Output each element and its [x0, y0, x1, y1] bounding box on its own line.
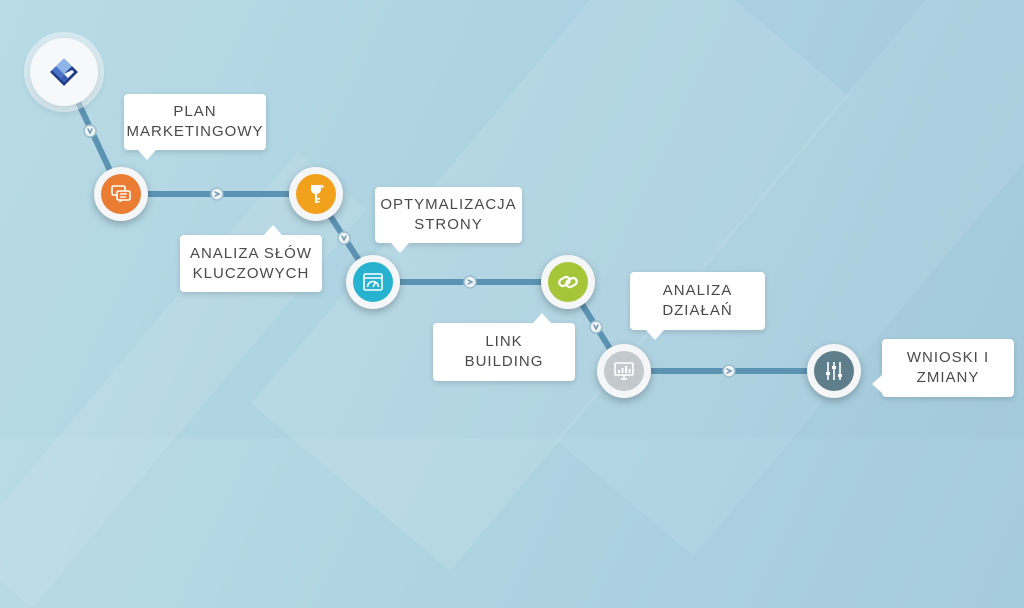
step-label-line1: LINK — [485, 333, 523, 350]
label-bubble-plan: PLAN MARKETINGOWY — [124, 94, 266, 160]
step-label-line2: MARKETINGOWY — [126, 123, 264, 140]
path-arrow-marker — [589, 320, 603, 334]
step-label-line2: KLUCZOWYCH — [192, 264, 310, 282]
step-label-line1: ANALIZA — [662, 282, 733, 299]
diamond-logo-icon — [48, 56, 80, 88]
step-label-line2: BUILDING — [464, 353, 544, 370]
path-arrow-marker — [337, 231, 351, 245]
monitor-chart-icon — [614, 362, 634, 380]
label-bubble-analiza: ANALIZA DZIAŁAŃ — [630, 272, 765, 340]
chevron-right-icon — [726, 368, 733, 374]
logo — [30, 38, 98, 106]
path-arrow-marker — [463, 275, 477, 289]
step-label-line2: ZMIANY — [916, 369, 980, 386]
step-label-line1: ANALIZA SŁÓW — [189, 244, 313, 262]
step-label-line2: STRONY — [414, 216, 483, 233]
sliders-icon — [826, 362, 842, 380]
chevron-down-icon — [341, 235, 347, 242]
speedometer-window-icon — [363, 273, 383, 291]
label-bubble-optym: OPTYMALIZACJA STRONY — [375, 187, 522, 253]
chevron-right-icon — [467, 279, 474, 285]
chat-bubbles-icon — [111, 185, 131, 203]
chevron-down-icon — [87, 128, 93, 135]
label-bubble-wnioski: WNIOSKI I ZMIANY — [872, 339, 1014, 397]
step-node-slowa[interactable] — [289, 167, 343, 221]
step-label-line2: DZIAŁAŃ — [662, 302, 733, 319]
label-bubble-slowa: ANALIZA SŁÓW KLUCZOWYCH — [180, 225, 322, 292]
node-inner — [296, 174, 336, 214]
step-node-wnioski[interactable] — [807, 344, 861, 398]
node-inner — [548, 262, 588, 302]
step-node-link[interactable] — [541, 255, 595, 309]
node-inner — [101, 174, 141, 214]
step-label-line1: WNIOSKI I — [906, 349, 990, 366]
path-arrows — [83, 124, 736, 378]
node-inner — [604, 351, 644, 391]
node-inner — [353, 262, 393, 302]
step-node-plan[interactable] — [94, 167, 148, 221]
trophy-key-icon — [311, 184, 325, 203]
step-label-line1: PLAN — [173, 103, 217, 120]
chevron-right-icon — [214, 191, 221, 197]
chevron-down-icon — [593, 324, 599, 331]
path-arrow-marker — [210, 187, 224, 201]
step-label-line1: OPTYMALIZACJA — [380, 196, 517, 213]
path-arrow-marker — [83, 124, 97, 138]
node-inner — [814, 351, 854, 391]
label-bubble-link: LINK BUILDING — [433, 313, 575, 381]
chain-link-icon — [558, 275, 578, 289]
step-node-analiza[interactable] — [597, 344, 651, 398]
step-node-optym[interactable] — [346, 255, 400, 309]
path-arrow-marker — [722, 364, 736, 378]
